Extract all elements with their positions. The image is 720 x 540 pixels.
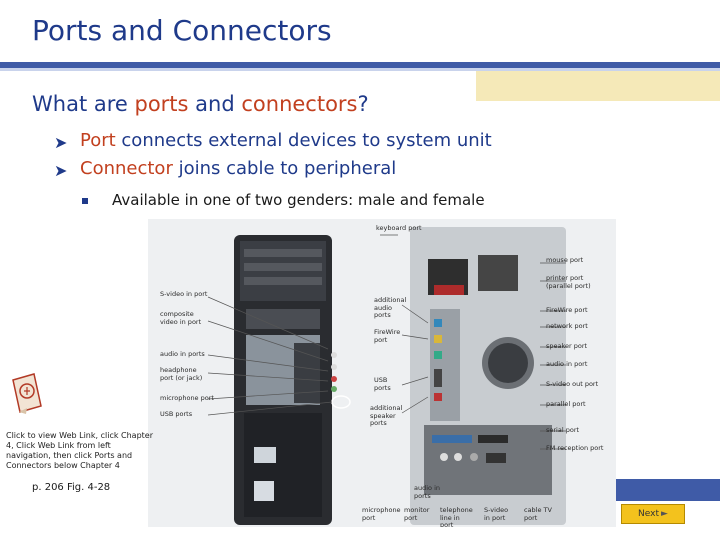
label-composite-video-in-port: composite video in port: [160, 310, 202, 326]
slide-title: Ports and Connectors: [32, 14, 332, 47]
label-fm-reception-port: FM reception port: [546, 444, 604, 452]
question-term-connectors: connectors: [241, 92, 358, 116]
question-heading: What are ports and connectors?: [32, 92, 369, 116]
title-divider-light: [0, 68, 720, 71]
arrow-bullet-icon: ➤: [54, 133, 68, 152]
label-firewire-port-right: FireWire port: [546, 306, 588, 314]
label-s-video-out-port: S-video out port: [546, 380, 599, 388]
label-keyboard-port: keyboard port: [376, 224, 422, 232]
label-headphone-port: headphone port (or jack): [160, 366, 203, 382]
play-arrow-icon: ►: [661, 509, 668, 519]
question-suffix: ?: [357, 92, 369, 116]
next-label: Next: [638, 509, 660, 519]
bullet-term: Connector: [80, 158, 173, 179]
label-audio-in-port: audio in port: [546, 360, 588, 368]
question-middle: and: [188, 92, 242, 116]
bullet-text: connects external devices to system unit: [115, 130, 492, 151]
label-additional-audio-ports: additional audio ports: [374, 296, 407, 319]
computer-ports-figure: keyboard port mouse port printer port (p…: [148, 219, 616, 527]
label-speaker-port: speaker port: [546, 342, 588, 350]
label-microphone-port-left: microphone port: [160, 394, 214, 402]
question-term-ports: ports: [134, 92, 189, 116]
bullet-port: Port connects external devices to system…: [80, 130, 492, 151]
bullet-connector: Connector joins cable to peripheral: [80, 158, 396, 179]
accent-box: [476, 71, 720, 101]
label-usb-ports-left: USB ports: [160, 410, 193, 418]
label-parallel-port: parallel port: [546, 400, 586, 408]
label-bottom-telephone-line-in-port: telephone line in port: [440, 506, 473, 527]
label-network-port: network port: [546, 322, 588, 330]
label-firewire-port-mid: FireWire port: [374, 328, 401, 344]
page-reference: p. 206 Fig. 4-28: [32, 482, 111, 493]
label-s-video-in-port-left: S-video in port: [160, 290, 208, 298]
label-printer-port: printer port (parallel port): [546, 274, 591, 290]
sub-bullet-genders: Available in one of two genders: male an…: [112, 191, 485, 209]
label-additional-speaker-ports: additional speaker ports: [370, 404, 403, 427]
label-bottom-microphone-port: microphone port: [362, 506, 401, 522]
next-button[interactable]: Next ►: [621, 504, 685, 524]
bullet-text: joins cable to peripheral: [172, 158, 397, 179]
label-bottom-s-video-in-port: S-video in port: [484, 506, 509, 522]
label-serial-port: serial port: [546, 426, 580, 434]
square-bullet-icon: [82, 198, 88, 204]
bottom-accent-band: [616, 479, 720, 501]
label-bottom-monitor-port: monitor port: [404, 506, 430, 522]
label-audio-in-ports-left: audio in ports: [160, 350, 205, 358]
question-prefix: What are: [32, 92, 135, 116]
label-bottom-audio-in-ports: audio in ports: [414, 484, 441, 500]
title-divider: [0, 62, 720, 68]
computer-illustration: [207, 227, 566, 525]
arrow-bullet-icon: ➤: [54, 161, 68, 180]
web-link-icon[interactable]: [10, 372, 44, 416]
bullet-term: Port: [80, 130, 116, 151]
label-mouse-port: mouse port: [546, 256, 584, 264]
label-bottom-cable-tv-port: cable TV port: [524, 506, 552, 522]
label-usb-ports-mid: USB ports: [374, 376, 391, 392]
web-link-instructions[interactable]: Click to view Web Link, click Chapter 4,…: [6, 431, 153, 470]
